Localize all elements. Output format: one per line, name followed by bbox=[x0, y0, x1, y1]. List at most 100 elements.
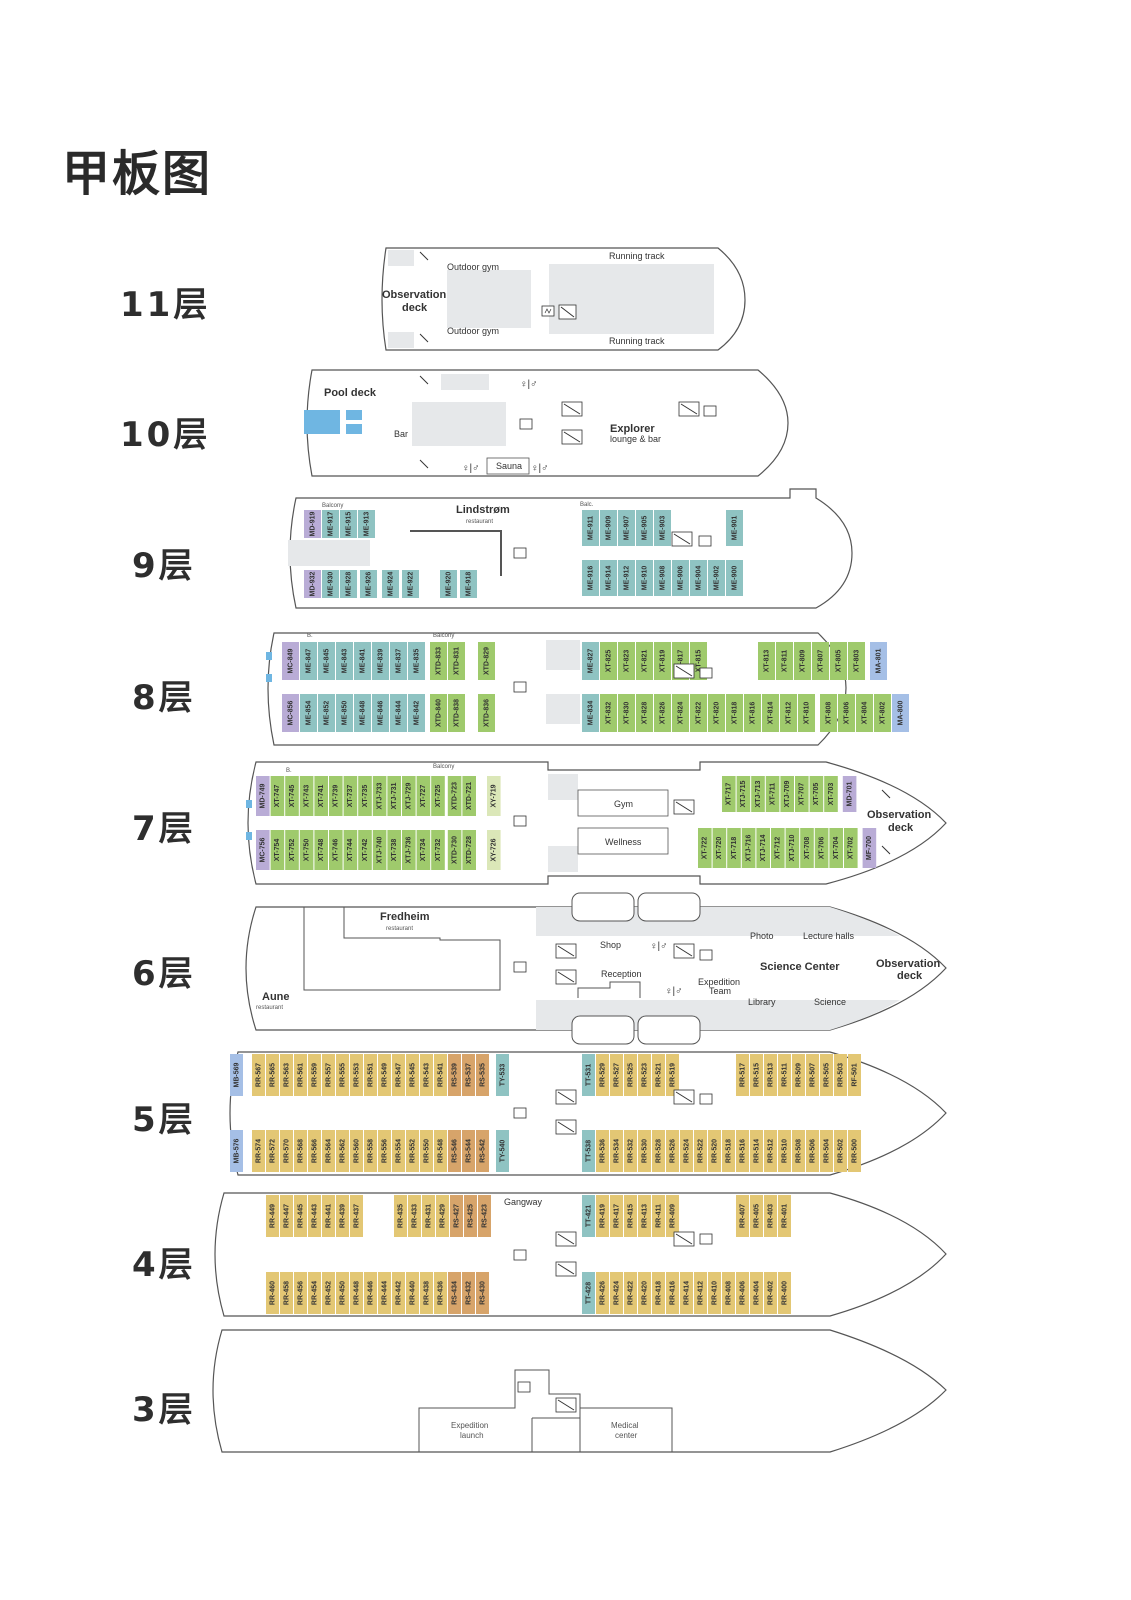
cabin-xt-702 bbox=[844, 828, 858, 868]
cabin-xtj-715 bbox=[736, 776, 751, 812]
cabin-rr-548 bbox=[434, 1130, 447, 1172]
cabin-xt-735 bbox=[358, 776, 372, 816]
cabin-label: MB-569 bbox=[233, 1062, 240, 1087]
cabin-label: RR-505 bbox=[823, 1063, 830, 1087]
explorer-lounge-label: Explorer bbox=[610, 423, 655, 435]
cabin-xt-722 bbox=[698, 828, 712, 868]
cabin-xt-712 bbox=[771, 828, 785, 868]
cabin-label: XT-711 bbox=[769, 783, 776, 805]
cabin-rr-503 bbox=[834, 1054, 847, 1096]
cabin-rr-552 bbox=[406, 1130, 419, 1172]
stairs-icon bbox=[555, 1119, 577, 1135]
cabin-me-917 bbox=[322, 510, 339, 538]
cabin-me-847 bbox=[300, 642, 317, 680]
cabin-label: RR-541 bbox=[437, 1063, 444, 1087]
cabin-label: RR-422 bbox=[627, 1281, 634, 1305]
cabin-rr-420 bbox=[638, 1272, 651, 1314]
cabin-label: XT-805 bbox=[835, 650, 842, 673]
cabin-rs-434 bbox=[448, 1272, 461, 1314]
cabin-label: RR-527 bbox=[613, 1063, 620, 1087]
stairs-icon bbox=[673, 663, 695, 679]
cabin-label: RR-502 bbox=[837, 1139, 844, 1163]
cabin-label: ME-852 bbox=[323, 701, 330, 726]
cabin-rs-537 bbox=[462, 1054, 475, 1096]
cabin-label: RR-436 bbox=[437, 1281, 444, 1305]
cabin-me-900 bbox=[726, 560, 743, 596]
cabin-label: XT-737 bbox=[347, 785, 354, 808]
cabin-label: RS-434 bbox=[451, 1281, 458, 1305]
cabin-me-903 bbox=[654, 510, 671, 546]
cabin-rr-527 bbox=[610, 1054, 623, 1096]
cabin-xt-720 bbox=[712, 828, 727, 868]
cabin-me-924 bbox=[382, 570, 399, 598]
cabin-rr-516 bbox=[736, 1130, 749, 1172]
stairs-icon bbox=[419, 333, 429, 343]
deck-label-6: 6层 bbox=[132, 954, 196, 994]
cabin-label: RR-562 bbox=[339, 1139, 346, 1163]
cabin-label: XTD-829 bbox=[483, 647, 490, 675]
cabin-rr-547 bbox=[392, 1054, 405, 1096]
cabin-me-908 bbox=[654, 560, 671, 596]
cabin-label: RR-551 bbox=[367, 1063, 374, 1087]
cabin-rr-560 bbox=[350, 1130, 363, 1172]
cabin-rr-564 bbox=[322, 1130, 335, 1172]
cabin-xt-725 bbox=[431, 776, 445, 816]
cabin-label: XTJ-709 bbox=[784, 780, 791, 807]
balc-label: Balc. bbox=[580, 502, 594, 508]
cabin-label: ME-901 bbox=[731, 516, 738, 541]
cabin-xtj-731 bbox=[387, 776, 401, 816]
cabin-label: RS-544 bbox=[465, 1139, 472, 1163]
cabin-me-910 bbox=[636, 560, 653, 596]
cabin-xt-727 bbox=[416, 776, 431, 816]
cabin-xt-803 bbox=[848, 642, 865, 680]
cabin-label: XT-743 bbox=[303, 785, 310, 808]
cabin-rr-439 bbox=[336, 1195, 349, 1237]
cabin-xtj-733 bbox=[372, 776, 387, 816]
cabin-label: ME-905 bbox=[641, 516, 648, 541]
cabin-rr-554 bbox=[392, 1130, 405, 1172]
cabin-label: RR-504 bbox=[823, 1139, 830, 1163]
cabin-label: XTJ-731 bbox=[391, 782, 398, 809]
cabin-me-915 bbox=[340, 510, 357, 538]
cabin-label: ME-915 bbox=[345, 512, 352, 537]
deck-plan-10: Pool deck Bar Sauna Explorer lounge & ba… bbox=[304, 369, 789, 477]
cabin-mc-756 bbox=[256, 830, 270, 870]
stairs-icon bbox=[419, 251, 429, 261]
cabin-me-842 bbox=[408, 694, 425, 732]
cabin-label: RR-519 bbox=[669, 1063, 676, 1087]
page-title: 甲板图 bbox=[62, 146, 213, 202]
cabin-xt-806 bbox=[838, 694, 855, 732]
fredheim-restaurant-sub-label: restaurant bbox=[386, 926, 413, 932]
cabin-rr-458 bbox=[280, 1272, 293, 1314]
cabin-label: XT-804 bbox=[861, 702, 868, 725]
elevator-icon bbox=[513, 961, 527, 973]
cabin-xt-744 bbox=[343, 830, 358, 870]
cabin-label: RR-561 bbox=[297, 1063, 304, 1087]
observation-deck-6-label-2: deck bbox=[897, 970, 923, 982]
cabin-label: RR-515 bbox=[753, 1063, 760, 1087]
cabin-xt-821 bbox=[636, 642, 653, 680]
elevator-icon bbox=[699, 1233, 713, 1245]
cabin-label: ME-900 bbox=[731, 566, 738, 591]
cabin-label: RR-454 bbox=[311, 1281, 318, 1305]
cabin-rr-523 bbox=[638, 1054, 651, 1096]
deck-plan-9: Lindstrøm restaurant Balcony Balc. MD-91… bbox=[288, 488, 853, 609]
cabin-rr-570 bbox=[280, 1130, 293, 1172]
cabin-rr-551 bbox=[364, 1054, 377, 1096]
deck-plan-3: Expedition launch Medical center bbox=[212, 1329, 947, 1453]
cabin-rr-433 bbox=[408, 1195, 421, 1237]
cabin-rr-447 bbox=[280, 1195, 293, 1237]
cabin-rr-524 bbox=[680, 1130, 693, 1172]
cabin-label: RR-400 bbox=[781, 1281, 788, 1305]
cabin-rr-512 bbox=[764, 1130, 777, 1172]
cabin-label: RR-438 bbox=[423, 1281, 430, 1305]
elevator-icon bbox=[519, 418, 533, 430]
cabin-me-911 bbox=[582, 510, 599, 546]
b-label: B. bbox=[307, 633, 313, 639]
cabin-label: XTJ-715 bbox=[740, 780, 747, 807]
cabin-xt-825 bbox=[600, 642, 617, 680]
cabin-xt-826 bbox=[654, 694, 671, 732]
